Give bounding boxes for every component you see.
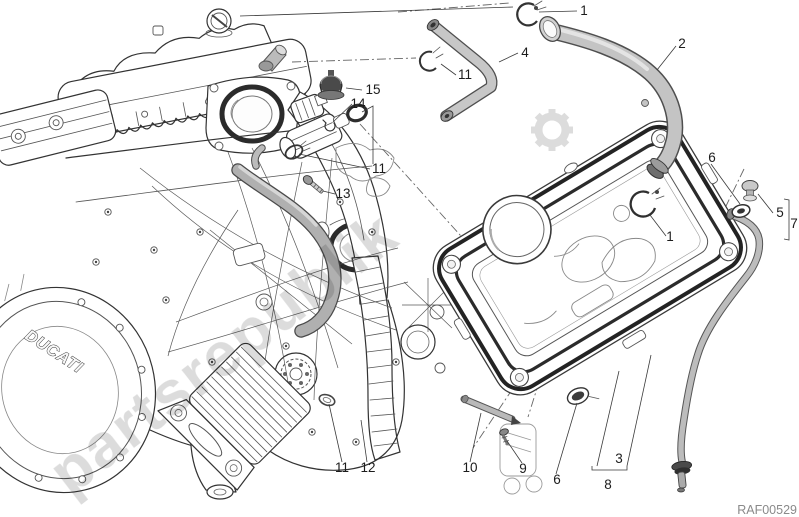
grommet-6-right [731,204,751,218]
wiring-web [139,147,454,401]
clip-14 [322,119,336,132]
head-vent-fitting [258,44,287,72]
callout-11: 11 [372,161,386,176]
callout-7: 7 [790,216,798,231]
reference-code: RAF00529 [737,503,797,517]
screw-9 [499,428,510,446]
throttle-bore [482,194,552,265]
oil-cooler [157,342,311,491]
callout-6: 6 [553,472,561,487]
engine-breather-hose [231,163,342,338]
callout-1: 1 [580,3,588,18]
hose-clamp-1-top [516,0,547,27]
callout-11: 11 [335,460,349,475]
gear-icon [531,109,573,151]
leader-lines [239,6,790,475]
valve-5 [741,180,759,202]
background-bracket [499,423,543,495]
callout-2: 2 [678,36,686,51]
callout-5: 5 [776,205,784,220]
gasket-seal-outer [437,124,743,392]
clamp-11-bottom [318,393,336,407]
callout-14: 14 [350,96,366,111]
clamp-11-mid [284,140,311,160]
callout-10: 10 [462,460,477,475]
callout-15: 15 [365,82,380,97]
plate-embossing [524,204,656,324]
intake-port-front [205,76,301,154]
breather-valve-assembly [251,70,368,194]
callout-8: 8 [604,477,612,492]
callout-11: 11 [458,67,472,82]
callout-3: 3 [615,451,623,466]
cylinder-head-left [0,89,117,166]
callout-12: 12 [360,460,375,475]
screw-13 [302,175,324,194]
callout-6: 6 [708,150,716,165]
grommet-6-bottom [566,387,600,405]
bracket-7 [783,198,790,241]
pin-10 [460,394,521,425]
gasket-seal-inner [454,142,726,374]
callout-1: 1 [666,229,674,244]
callout-13: 13 [335,186,350,201]
callout-9: 9 [519,461,527,476]
bracket-8 [591,466,628,471]
rubber-damper-15 [317,70,345,100]
oil-filler-cap [152,8,233,38]
breather-hose-4 [426,19,498,122]
hose-clamp-1-mid [629,187,665,218]
clutch-cover [0,273,157,494]
drain-tube-end [671,460,693,493]
drain-assembly-right [671,180,764,493]
callout-4: 4 [521,45,529,60]
airbox-base-plate [432,120,748,396]
blow-by-hose-2 [538,16,684,179]
clamp-11-top [418,46,444,72]
